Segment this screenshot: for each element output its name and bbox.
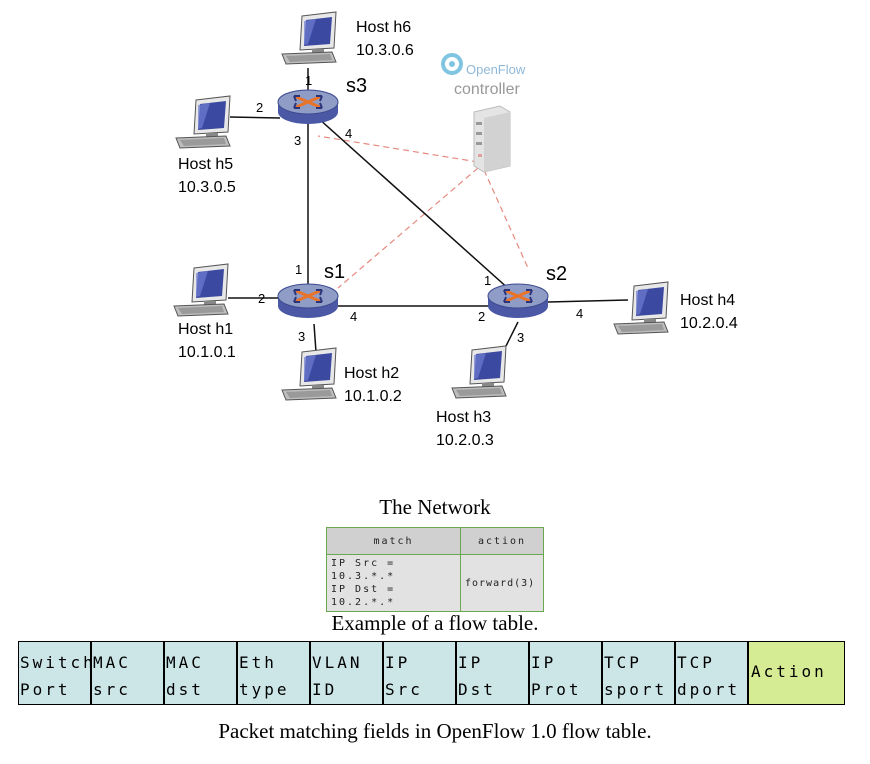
computer-icon [173, 263, 229, 317]
control-link-s2 [483, 169, 529, 269]
host-h4: Host h4 10.2.0.4 [613, 281, 738, 335]
flow-table: match action IP Src = 10.3.*.* IP Dst = … [326, 527, 544, 612]
host-h3: Host h3 10.2.0.3 [436, 345, 507, 449]
host-name: Host h6 [356, 19, 411, 36]
openflow-controller: OpenFlow controller [441, 53, 526, 173]
action-header: action [460, 527, 544, 555]
port-label: 2 [256, 100, 263, 115]
flow-table-row: IP Src = 10.3.*.* IP Dst = 10.2.*.* forw… [326, 554, 544, 612]
host-h6: Host h6 10.3.0.6 [281, 11, 414, 65]
host-ip: 10.1.0.2 [344, 388, 402, 405]
match-header: match [326, 527, 461, 555]
control-links [317, 135, 529, 289]
link-s3-s2 [317, 117, 511, 291]
flow-table-header-row: match action [326, 527, 544, 555]
computer-icon [613, 281, 669, 335]
host-name: Host h2 [344, 365, 399, 382]
link-s2-h3 [505, 321, 519, 347]
computer-icon [175, 95, 231, 149]
match-rule-dst: IP Dst = 10.2.*.* [331, 584, 396, 608]
host-ip: 10.2.0.4 [680, 315, 738, 332]
host-name: Host h1 [178, 321, 233, 338]
network-diagram: OpenFlow controller s3 s1 s2 1 2 3 4 1 2… [173, 11, 738, 449]
host-name: Host h3 [436, 409, 491, 426]
host-ip: 10.1.0.1 [178, 344, 236, 361]
field-action: Action [749, 642, 844, 704]
host-ip: 10.3.0.6 [356, 42, 414, 59]
computer-icon [451, 345, 507, 399]
port-label: 4 [345, 126, 352, 141]
control-link-s1 [337, 167, 479, 289]
flow-table-caption: Example of a flow table. [331, 611, 539, 635]
port-labels: 1 2 3 4 1 2 3 4 1 2 3 4 [256, 73, 583, 345]
host-name: Host h5 [178, 156, 233, 173]
link-s2-h4 [547, 299, 629, 303]
port-label: 4 [576, 306, 583, 321]
switch-icon [276, 88, 340, 126]
link-s1-h2 [313, 323, 317, 353]
port-label: 2 [258, 291, 265, 306]
switch-label: s1 [324, 261, 345, 283]
host-name: Host h4 [680, 292, 735, 309]
port-label: 1 [484, 273, 491, 288]
server-icon [473, 105, 511, 173]
port-label: 2 [478, 309, 485, 324]
host-h5: Host h5 10.3.0.5 [175, 95, 236, 196]
match-cell: IP Src = 10.3.*.* IP Dst = 10.2.*.* [326, 554, 461, 612]
host-h2: Host h2 10.1.0.2 [281, 347, 402, 405]
switch-s1: s1 [276, 261, 345, 320]
computer-icon [281, 11, 337, 65]
port-label: 1 [295, 262, 302, 277]
host-h1: Host h1 10.1.0.1 [173, 263, 236, 361]
link-s3-h5 [229, 116, 281, 119]
openflow-logo-icon [441, 53, 463, 75]
switch-icon [276, 282, 340, 320]
data-links [228, 68, 629, 353]
switch-s2: s2 [486, 263, 567, 320]
openflow-logo-text: OpenFlow [466, 62, 526, 77]
switch-label: s2 [546, 263, 567, 285]
port-label: 3 [298, 329, 305, 344]
switch-icon [486, 282, 550, 320]
port-label: 3 [294, 133, 301, 148]
host-ip: 10.3.0.5 [178, 179, 236, 196]
host-ip: 10.2.0.3 [436, 432, 494, 449]
port-label: 1 [305, 73, 312, 88]
port-label: 4 [350, 309, 357, 324]
control-link-s3 [317, 135, 479, 163]
controller-label: controller [454, 81, 520, 98]
action-cell: forward(3) [460, 554, 544, 612]
fields-caption: Packet matching fields in OpenFlow 1.0 f… [218, 719, 652, 743]
computer-icon [281, 347, 337, 401]
match-rule-src: IP Src = 10.3.*.* [331, 558, 396, 582]
network-caption: The Network [379, 495, 491, 519]
port-label: 3 [517, 330, 524, 345]
switch-label: s3 [346, 75, 367, 97]
switch-s3: s3 [276, 75, 367, 126]
